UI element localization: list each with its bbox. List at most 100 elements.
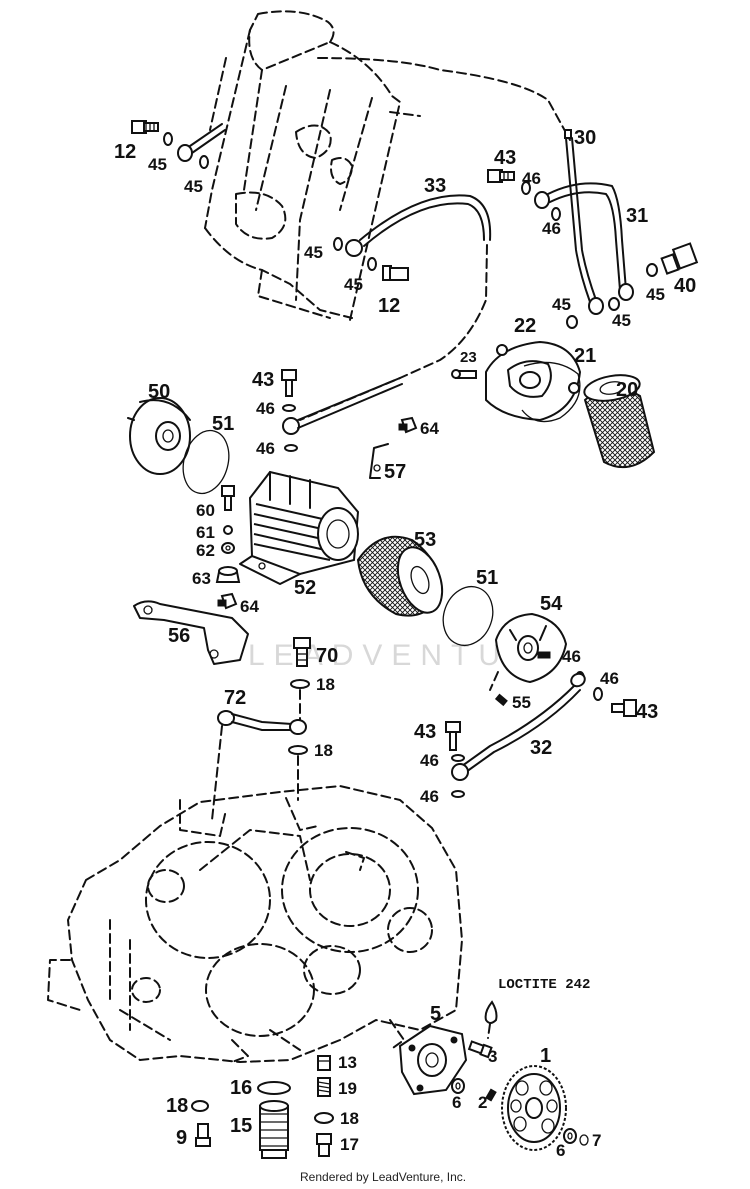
callout-45: 45: [148, 155, 167, 174]
callout-9: 9: [176, 1127, 187, 1149]
oil-pump-5: [398, 1024, 468, 1096]
callout-63: 63: [192, 569, 211, 588]
callout-21: 21: [574, 345, 596, 367]
oil-line-32: [451, 672, 586, 781]
callout-54: 54: [540, 593, 563, 615]
callout-45: 45: [344, 275, 363, 294]
washer-46-f: [593, 687, 603, 701]
callout-43: 43: [636, 701, 658, 723]
callout-46: 46: [256, 439, 275, 458]
washer-45-b: [199, 155, 209, 169]
washer-45-e: [566, 315, 578, 329]
callout-70: 70: [316, 645, 338, 667]
banjo-bolt-43-upper: [487, 169, 515, 183]
callout-43: 43: [414, 721, 436, 743]
oil-screen-15: [259, 1100, 289, 1159]
callout-46: 46: [420, 787, 439, 806]
oil-line-fitting-mid: [282, 377, 403, 435]
callout-22: 22: [514, 315, 536, 337]
callout-19: 19: [338, 1079, 357, 1098]
callout-64: 64: [420, 419, 439, 438]
pin-2: [485, 1088, 497, 1102]
filter-cover-50: [127, 397, 191, 475]
washer-45-c: [333, 237, 343, 251]
callout-46: 46: [600, 669, 619, 688]
washer-18-c: [314, 1112, 334, 1124]
o-ring-21: [521, 361, 581, 423]
callout-2: 2: [478, 1093, 487, 1112]
callout-1: 1: [540, 1045, 551, 1067]
callout-45: 45: [184, 177, 203, 196]
callout-12: 12: [378, 295, 400, 317]
callout-50: 50: [148, 381, 170, 403]
callout-43: 43: [252, 369, 274, 391]
washer-46-d: [284, 444, 298, 452]
leader-70: [297, 689, 301, 801]
callout-61: 61: [196, 523, 215, 542]
callout-18: 18: [340, 1109, 359, 1128]
callout-45: 45: [646, 285, 665, 304]
washer-46-b: [551, 207, 561, 221]
oil-filter-element-53: [356, 535, 444, 617]
callout-45: 45: [304, 243, 323, 262]
drain-plug-9: [195, 1123, 211, 1147]
frame-outline: [204, 10, 571, 321]
callout-62: 62: [196, 541, 215, 560]
callout-20: 20: [616, 379, 638, 401]
leader-55: [489, 671, 499, 691]
oil-cooler-housing-52: [239, 470, 360, 585]
o-ring-51-b: [442, 585, 494, 647]
callout-46: 46: [256, 399, 275, 418]
screw-55: [494, 693, 508, 707]
callout-51: 51: [476, 567, 498, 589]
screw-3: [467, 1040, 493, 1059]
clip-64-upper: [398, 416, 418, 434]
callout-43: 43: [494, 147, 516, 169]
oil-filter-element-20: [583, 374, 656, 469]
callout-17: 17: [340, 1135, 359, 1154]
callout-5: 5: [430, 1003, 441, 1025]
screw-60: [221, 485, 235, 511]
callout-18: 18: [314, 741, 333, 760]
oil-filter-cover-22: [485, 340, 582, 422]
callout-56: 56: [168, 625, 190, 647]
banjo-bolt-43-lower: [445, 721, 461, 751]
callout-45: 45: [612, 311, 631, 330]
washer-18-b: [288, 745, 308, 755]
bracket-56: [133, 600, 249, 665]
callout-40: 40: [674, 275, 696, 297]
callout-55: 55: [512, 693, 531, 712]
callout-18: 18: [166, 1095, 188, 1117]
callout-60: 60: [196, 501, 215, 520]
banjo-bolt-70: [293, 637, 311, 667]
callout-53: 53: [414, 529, 436, 551]
callout-64: 64: [240, 597, 259, 616]
nut-63: [215, 566, 241, 583]
banjo-bolt-40: [660, 242, 699, 275]
banjo-bolt-12-lower: [382, 265, 409, 281]
clip-64-lower: [217, 592, 238, 610]
callout-33: 33: [424, 175, 446, 197]
oil-pipe-72: [217, 710, 307, 735]
washer-46-g: [451, 754, 465, 762]
callout-72: 72: [224, 687, 246, 709]
oil-hose-33: [299, 194, 492, 421]
washer-45-a: [163, 132, 173, 146]
washer-61: [223, 525, 233, 535]
callout-46: 46: [542, 219, 561, 238]
washer-45-d: [367, 257, 377, 271]
banjo-bolt-43-right: [611, 699, 637, 717]
engine-crankcase: [47, 785, 463, 1063]
callout-45: 45: [552, 295, 571, 314]
callout-51: 51: [212, 413, 234, 435]
oil-line-31: [534, 182, 634, 301]
callout-30: 30: [574, 127, 596, 149]
plug-17: [316, 1133, 332, 1157]
washer-45-g: [646, 263, 658, 277]
callout-6: 6: [556, 1141, 565, 1160]
callout-52: 52: [294, 577, 316, 599]
callout-18: 18: [316, 675, 335, 694]
callout-15: 15: [230, 1115, 252, 1137]
callout-46: 46: [420, 751, 439, 770]
